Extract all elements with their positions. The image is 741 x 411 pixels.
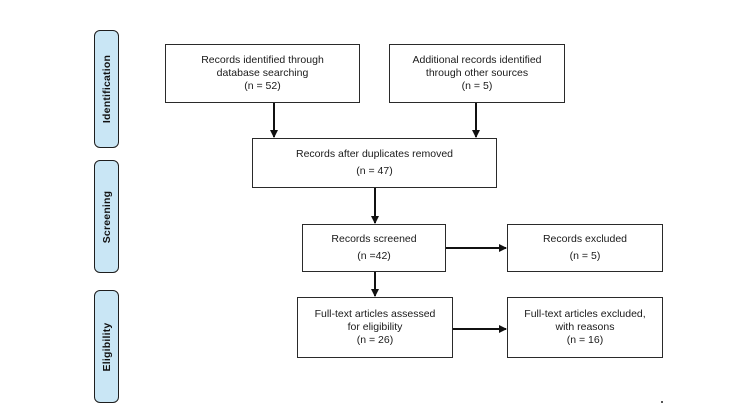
box-fulltext-excluded-line1: Full-text articles excluded,: [524, 308, 646, 320]
phase-identification-label: Identification: [100, 54, 113, 124]
box-fulltext-excluded-line2: with reasons: [555, 321, 615, 333]
phase-eligibility: Eligibility: [94, 290, 119, 403]
box-fulltext-assessed: Full-text articles assessed for eligibil…: [297, 297, 453, 358]
box-records-excluded-line1: Records excluded: [542, 233, 628, 245]
box-duplicates-removed: Records after duplicates removed (n = 47…: [252, 138, 497, 188]
box-records-excluded-count: (n = 5): [569, 250, 601, 262]
box-other-sources-count: (n = 5): [461, 80, 493, 92]
box-records-screened-line1: Records screened: [331, 233, 417, 245]
phase-screening-label: Screening: [100, 190, 113, 243]
box-other-sources-line2: through other sources: [425, 67, 529, 79]
box-records-excluded: Records excluded (n = 5): [507, 224, 663, 272]
box-fulltext-assessed-count: (n = 26): [356, 334, 394, 346]
box-fulltext-assessed-line2: for eligibility: [347, 321, 403, 333]
box-other-sources: Additional records identified through ot…: [389, 44, 565, 103]
box-duplicates-removed-line1: Records after duplicates removed: [296, 148, 453, 160]
box-database-search: Records identified through database sear…: [165, 44, 360, 103]
phase-identification: Identification: [94, 30, 119, 148]
box-database-search-count: (n = 52): [244, 80, 281, 92]
box-duplicates-removed-count: (n = 47): [356, 165, 393, 177]
box-fulltext-excluded-count: (n = 16): [566, 334, 604, 346]
box-database-search-line1: Records identified through: [201, 54, 324, 66]
box-fulltext-assessed-line1: Full-text articles assessed: [314, 308, 436, 320]
box-records-screened: Records screened (n =42): [302, 224, 446, 272]
box-records-screened-count: (n =42): [357, 250, 391, 262]
box-database-search-line2: database searching: [216, 67, 309, 79]
phase-screening: Screening: [94, 160, 119, 273]
box-fulltext-excluded: Full-text articles excluded, with reason…: [507, 297, 663, 358]
box-other-sources-line1: Additional records identified: [412, 54, 542, 66]
stray-dot: [661, 401, 663, 403]
phase-eligibility-label: Eligibility: [100, 322, 113, 371]
